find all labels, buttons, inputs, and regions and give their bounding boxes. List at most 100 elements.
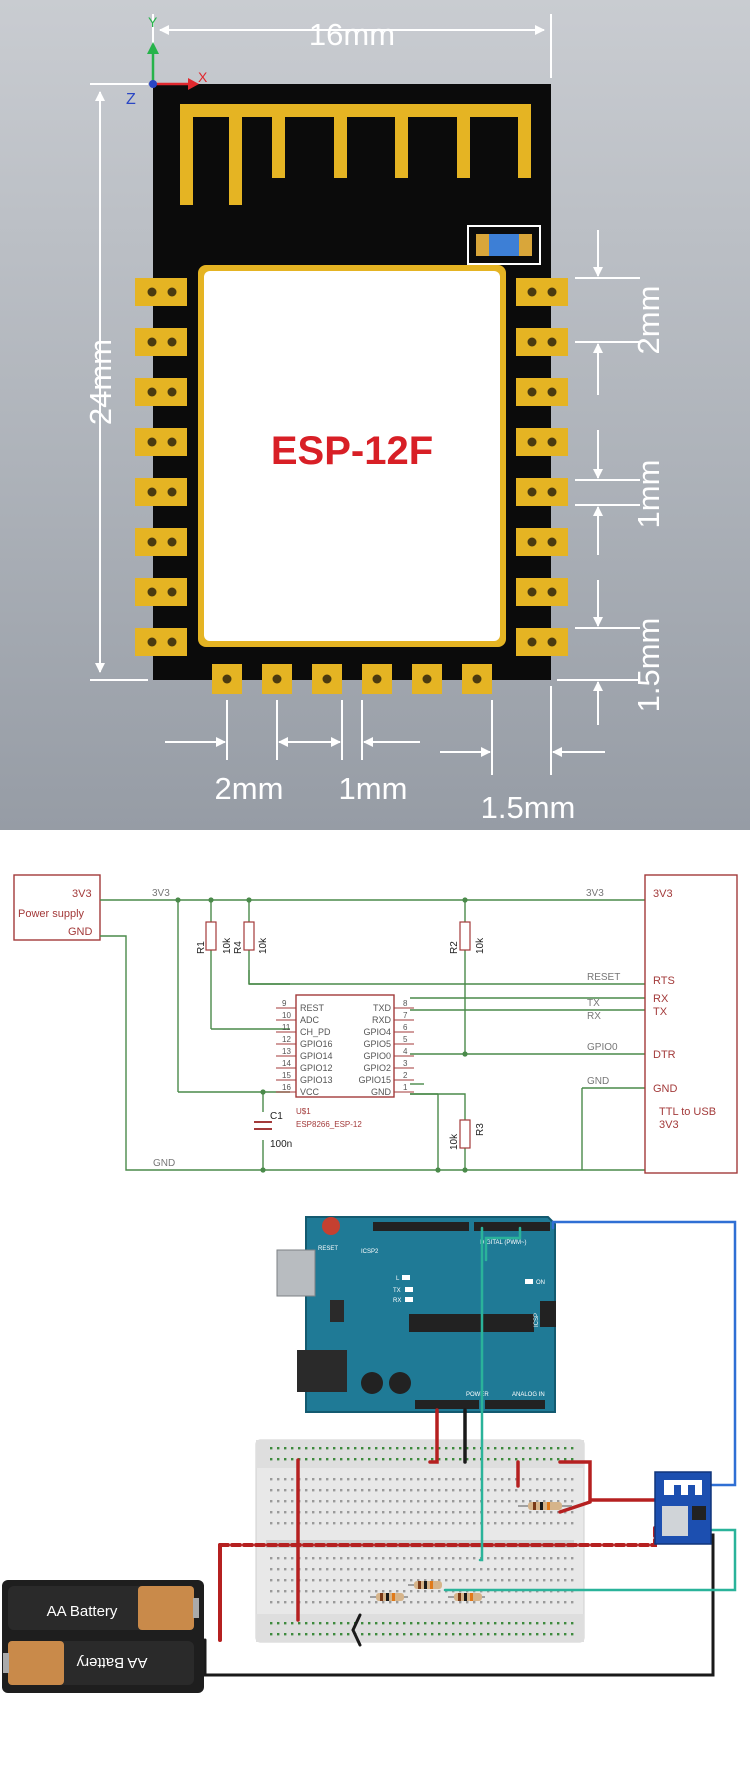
chip-pin-number: 11 <box>282 1023 291 1032</box>
r2-name: R2 <box>449 941 460 954</box>
power-supply-block <box>13 874 101 941</box>
schematic-wires <box>100 899 645 1171</box>
chip-pin-number: 5 <box>403 1035 408 1044</box>
chip-pin-name: GPIO0 <box>363 1051 391 1061</box>
wire-junctions <box>175 897 468 1173</box>
arduino-l-label: L <box>396 1276 400 1282</box>
wire-teal-tx <box>478 1226 484 1562</box>
resistor-r3: 10k R3 <box>449 1119 486 1150</box>
ttl-pin-tx: TX <box>653 1006 668 1018</box>
chip-pin-number: 15 <box>282 1071 291 1080</box>
digital-header-1 <box>373 1222 469 1231</box>
pad <box>135 278 187 306</box>
schematic: Power supply 3V3 GND <box>0 830 750 1200</box>
battery-pack: AA Battery AA Battery <box>2 1580 204 1693</box>
ttl-pin-rx: RX <box>653 993 669 1005</box>
pad <box>462 664 492 694</box>
net-rx: RX <box>587 1011 601 1022</box>
icsp-header <box>540 1301 556 1327</box>
chip-left-pin: 16 VCC <box>276 1083 320 1097</box>
arduino-analog-label: ANALOG IN <box>512 1392 545 1398</box>
chip-pin-name: GPIO16 <box>300 1039 333 1049</box>
resistor <box>518 1502 572 1510</box>
wire-red-5v <box>428 1408 439 1464</box>
arduino-icsp-label: ICSP <box>534 1313 540 1327</box>
height-dimension-label: 24mm <box>83 339 118 425</box>
bottom-pad-label: 1mm <box>339 771 408 806</box>
arduino-icsp2-label: ICSP2 <box>361 1249 379 1255</box>
wire-red-chpd <box>558 1500 592 1514</box>
capacitor-1 <box>361 1372 383 1394</box>
usb-connector <box>276 1249 316 1297</box>
pad <box>516 378 568 406</box>
arduino-rx-label: RX <box>393 1298 401 1304</box>
shield-can <box>204 271 500 641</box>
chip-right-pin: 8 TXD <box>373 999 414 1013</box>
regulator <box>330 1300 344 1322</box>
resistor-r1: R1 10k <box>196 921 233 954</box>
breadboard-resistors <box>370 1502 572 1601</box>
battery-top-label: AA Battery <box>47 1603 118 1620</box>
chip-pin-name: ADC <box>300 1015 320 1025</box>
r3-value: 10k <box>449 1133 460 1150</box>
chip-pin-number: 8 <box>403 999 408 1008</box>
ttl-pin-3v3-bottom: 3V3 <box>659 1119 679 1131</box>
r4-value: 10k <box>258 937 269 954</box>
chip-pin-number: 2 <box>403 1071 408 1080</box>
net-gpio0: GPIO0 <box>587 1042 618 1053</box>
side-pitch-label: 2mm <box>631 286 666 355</box>
battery-top: AA Battery <box>8 1586 199 1630</box>
pad <box>135 428 187 456</box>
chip-pin-number: 16 <box>282 1083 291 1092</box>
digital-header-2 <box>474 1222 550 1231</box>
r1-name: R1 <box>196 941 207 954</box>
c1-name: C1 <box>270 1111 283 1122</box>
chip-pin-number: 3 <box>403 1059 408 1068</box>
net-tx: TX <box>587 998 600 1009</box>
net-3v3-right: 3V3 <box>586 888 604 899</box>
ttl-label: TTL to USB <box>659 1106 716 1118</box>
power-jack <box>297 1350 347 1392</box>
chip-pin-number: 6 <box>403 1023 408 1032</box>
breadboard <box>255 1439 585 1643</box>
pad <box>516 478 568 506</box>
arduino-tx-label: TX <box>393 1288 401 1294</box>
resistor <box>370 1593 408 1601</box>
wire-teal-rx <box>484 1226 522 1262</box>
net-gnd-right: GND <box>587 1076 609 1087</box>
pad <box>516 578 568 606</box>
esp-module <box>654 1471 712 1545</box>
bottom-pitch-label: 2mm <box>215 771 284 806</box>
analog-header <box>485 1400 545 1409</box>
antenna-trace <box>180 104 531 205</box>
resistor-r2: R2 10k <box>449 921 486 954</box>
net-gnd: GND <box>153 1158 175 1169</box>
left-pads <box>135 278 187 656</box>
chip-pin-number: 9 <box>282 999 287 1008</box>
pad <box>135 578 187 606</box>
wiring-diagram: RESET ICSP2 DIGITAL (PWM~) L TX RX ON IC… <box>0 1200 750 1775</box>
module-drawing: ESP-12F <box>0 0 750 830</box>
axis-icon: Y X Z <box>126 14 208 108</box>
axis-y-label: Y <box>148 14 158 30</box>
chip-pin-name: TXD <box>373 1003 392 1013</box>
wire-teal-esp <box>443 1528 737 1592</box>
pad <box>412 664 442 694</box>
bottom-edge-label: 1.5mm <box>481 790 576 825</box>
chip-pin-name: VCC <box>300 1087 320 1097</box>
chip-pin-name: GPIO13 <box>300 1075 333 1085</box>
wiring-panel: RESET ICSP2 DIGITAL (PWM~) L TX RX ON IC… <box>0 1200 750 1775</box>
chip-pin-name: RXD <box>372 1015 392 1025</box>
pad <box>135 628 187 656</box>
resistor <box>448 1593 485 1601</box>
